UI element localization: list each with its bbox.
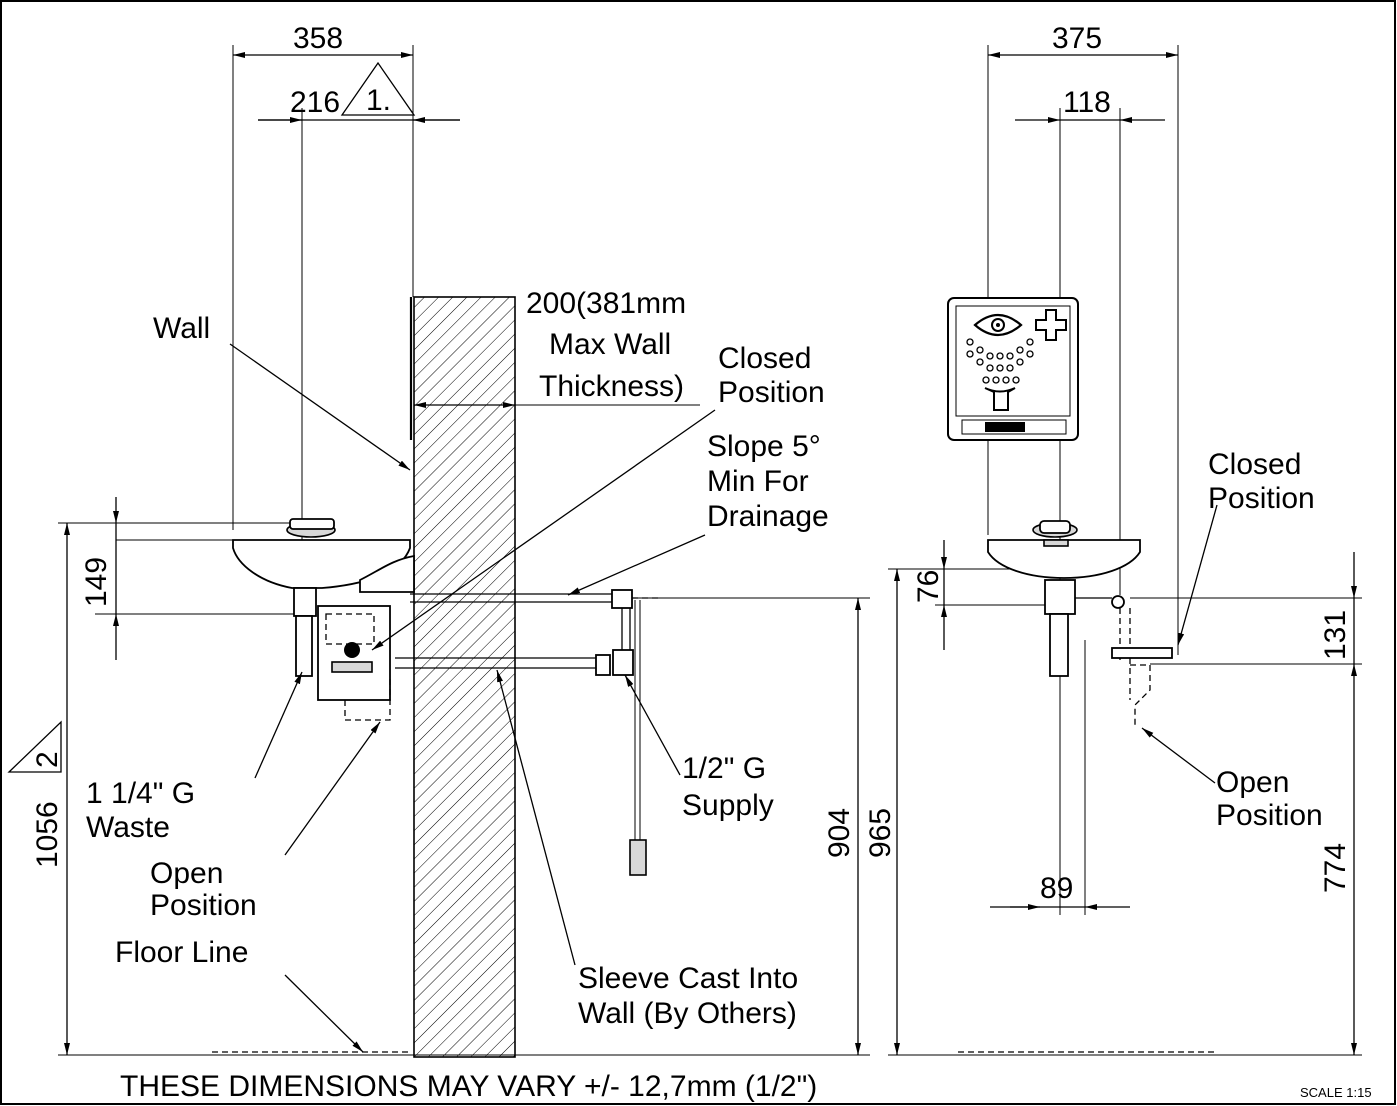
dim-side-width: 358 xyxy=(293,22,343,55)
label-closed-position-side-1: Closed xyxy=(718,342,811,375)
scale-note: SCALE 1:15 xyxy=(1300,1085,1372,1100)
side-view: 358 216 1. 149 1056 2 904 xyxy=(7,22,870,1058)
label-sleeve-2: Wall (By Others) xyxy=(578,997,797,1030)
revision-marker-2: 2 xyxy=(31,751,64,768)
dim-front-center-offset: 118 xyxy=(1063,86,1111,119)
label-slope-1: Slope 5° xyxy=(707,430,821,463)
eyewash-bowl-front xyxy=(987,520,1173,725)
revision-marker-1: 1. xyxy=(366,84,391,117)
revision-triangle-2 xyxy=(7,720,62,773)
label-open-position-front-1: Open xyxy=(1216,766,1289,799)
dim-side-bowl-height: 149 xyxy=(80,557,113,607)
label-open-position-side-1: Open xyxy=(150,857,223,890)
dim-front-valve-drop: 131 xyxy=(1319,610,1352,660)
eye-icon xyxy=(973,313,1023,337)
brand-logo-icon xyxy=(961,419,1067,435)
label-waste-2: Waste xyxy=(86,811,170,844)
dim-front-valve-height: 774 xyxy=(1319,843,1352,893)
label-wall-thickness-3: Thickness) xyxy=(539,370,684,403)
dim-side-inlet-height: 904 xyxy=(823,808,856,858)
label-closed-position-front-1: Closed xyxy=(1208,448,1301,481)
eyewash-sign-icon xyxy=(947,297,1079,441)
dim-front-total-height: 965 xyxy=(864,808,897,858)
tolerance-note: THESE DIMENSIONS MAY VARY +/- 12,7mm (1/… xyxy=(120,1070,817,1103)
label-wall-thickness-2: Max Wall xyxy=(549,328,671,361)
front-view: 375 118 76 965 89 131 774 xyxy=(864,22,1362,1056)
label-supply-1: 1/2" G xyxy=(682,752,766,785)
dim-front-waste-offset: 89 xyxy=(1040,872,1073,905)
label-closed-position-front-2: Position xyxy=(1208,482,1315,515)
label-floor-line: Floor Line xyxy=(115,936,248,969)
label-sleeve-1: Sleeve Cast Into xyxy=(578,962,798,995)
dim-front-bowl-height: 76 xyxy=(912,570,945,603)
label-open-position-side-2: Position xyxy=(150,889,257,922)
label-supply-2: Supply xyxy=(682,789,774,822)
label-wall: Wall xyxy=(153,312,210,345)
first-aid-cross-icon xyxy=(1035,309,1067,341)
dim-front-width: 375 xyxy=(1052,22,1102,55)
wall-section xyxy=(413,296,516,1058)
label-slope-3: Drainage xyxy=(707,500,829,533)
label-waste-1: 1 1/4" G xyxy=(86,777,195,810)
dim-side-offset: 216 xyxy=(290,86,340,119)
label-wall-thickness-1: 200(381mm xyxy=(526,287,686,320)
dim-side-total-height: 1056 xyxy=(31,801,64,868)
revision-triangle-1 xyxy=(340,61,416,116)
label-open-position-front-2: Position xyxy=(1216,799,1323,832)
label-closed-position-side-2: Position xyxy=(718,376,825,409)
label-slope-2: Min For xyxy=(707,465,809,498)
eyewash-bowl-side xyxy=(232,518,660,876)
